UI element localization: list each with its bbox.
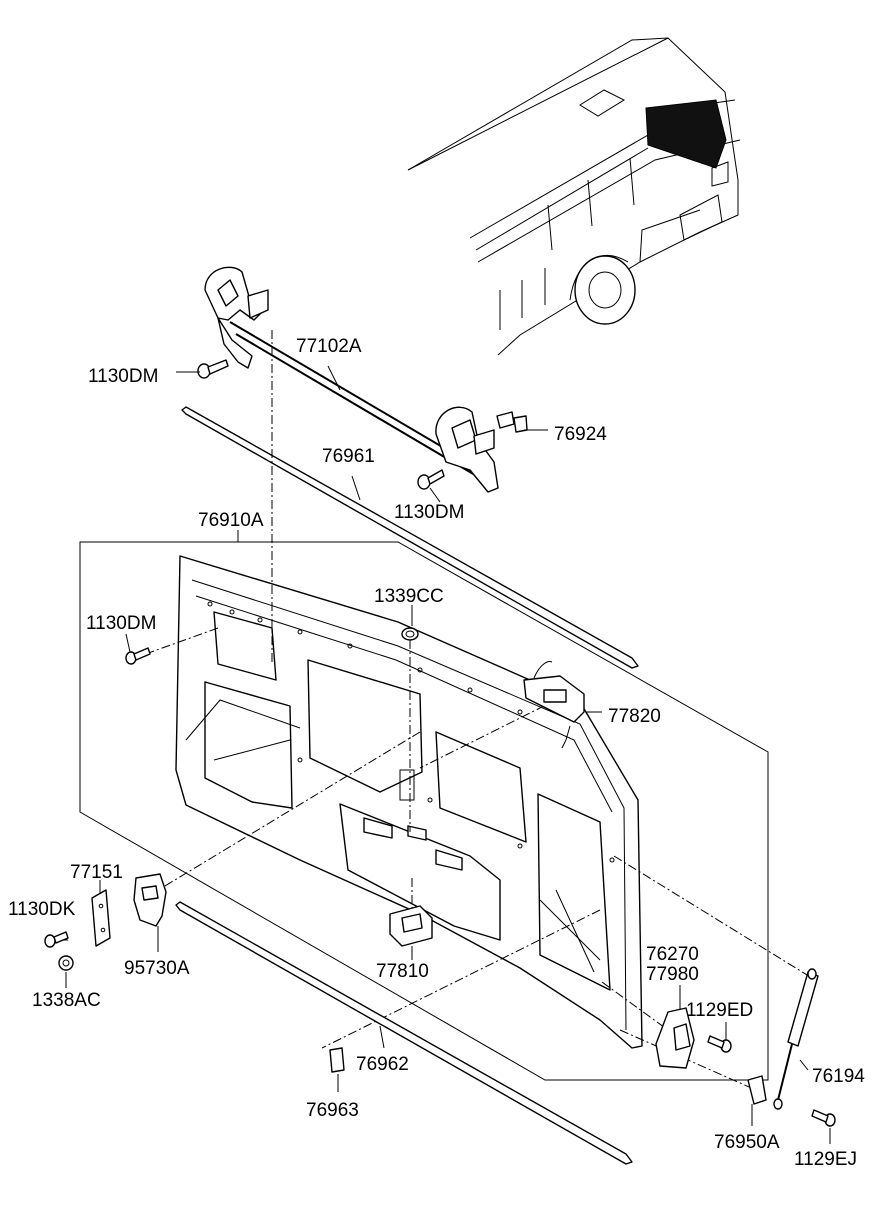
label-1129ed: 1129ED: [686, 1000, 753, 1021]
label-76924: 76924: [554, 424, 607, 445]
hinge-bar-assembly: [197, 266, 528, 493]
tailgate-panel: [175, 555, 643, 1049]
label-95730a: 95730A: [124, 958, 190, 979]
cap-76963: [329, 1047, 345, 1073]
weatherstrip-76962: [175, 901, 633, 1165]
bolt-1129ej: [811, 1109, 836, 1127]
label-76270: 76270: [646, 944, 699, 965]
bracket-76924: [496, 411, 515, 429]
label-77810: 77810: [376, 961, 429, 982]
label-1130dm-lower: 1130DM: [394, 502, 464, 523]
weatherstrip-76961: [181, 406, 639, 669]
label-76194: 76194: [812, 1066, 865, 1087]
plate-77151: [91, 889, 111, 947]
bolt-1130dm-lower: [417, 469, 445, 490]
bolt-1130dm-panel: [125, 647, 151, 665]
latch-77820: [523, 661, 585, 749]
label-77820: 77820: [608, 706, 661, 727]
label-76963: 76963: [306, 1100, 359, 1121]
vehicle-rear-illustration: [407, 37, 741, 356]
label-1130dm-upper: 1130DM: [88, 366, 158, 387]
rear-window-dark: [645, 99, 727, 169]
handle-77810: [389, 905, 433, 947]
latch-76270-77980: [655, 1007, 695, 1069]
lock-assembly-95730a: [133, 873, 167, 927]
label-1338ac: 1338AC: [32, 990, 101, 1011]
clip-1339cc: [401, 627, 419, 641]
part-labels: 77102A 1130DM 76924 76961 1130DM 76910A …: [8, 336, 865, 1170]
bracket-76950a: [747, 1075, 767, 1105]
nut-1338ac: [58, 955, 74, 971]
label-76910a: 76910A: [198, 510, 264, 531]
label-76962: 76962: [356, 1054, 409, 1075]
label-77102a: 77102A: [296, 336, 362, 357]
panel-holes: [207, 601, 615, 863]
label-1129ej: 1129EJ: [794, 1149, 857, 1170]
label-77151: 77151: [70, 862, 123, 883]
bolt-1129ed: [707, 1035, 732, 1053]
label-1130dm-panel: 1130DM: [86, 613, 156, 634]
panel-boundary: [79, 541, 769, 1081]
label-leaders: [62, 365, 831, 1144]
label-77980: 77980: [646, 964, 699, 985]
dash-leaders: [139, 330, 813, 1091]
bolt-1130dk: [44, 931, 69, 948]
bolt-1130dm-upper: [197, 359, 229, 379]
gas-strut-76194: [773, 968, 819, 1110]
label-1130dk: 1130DK: [8, 899, 76, 920]
label-76961: 76961: [322, 446, 375, 467]
label-76950a: 76950A: [714, 1132, 780, 1153]
rear-wheel: [574, 255, 636, 325]
label-1339cc: 1339CC: [374, 586, 444, 607]
